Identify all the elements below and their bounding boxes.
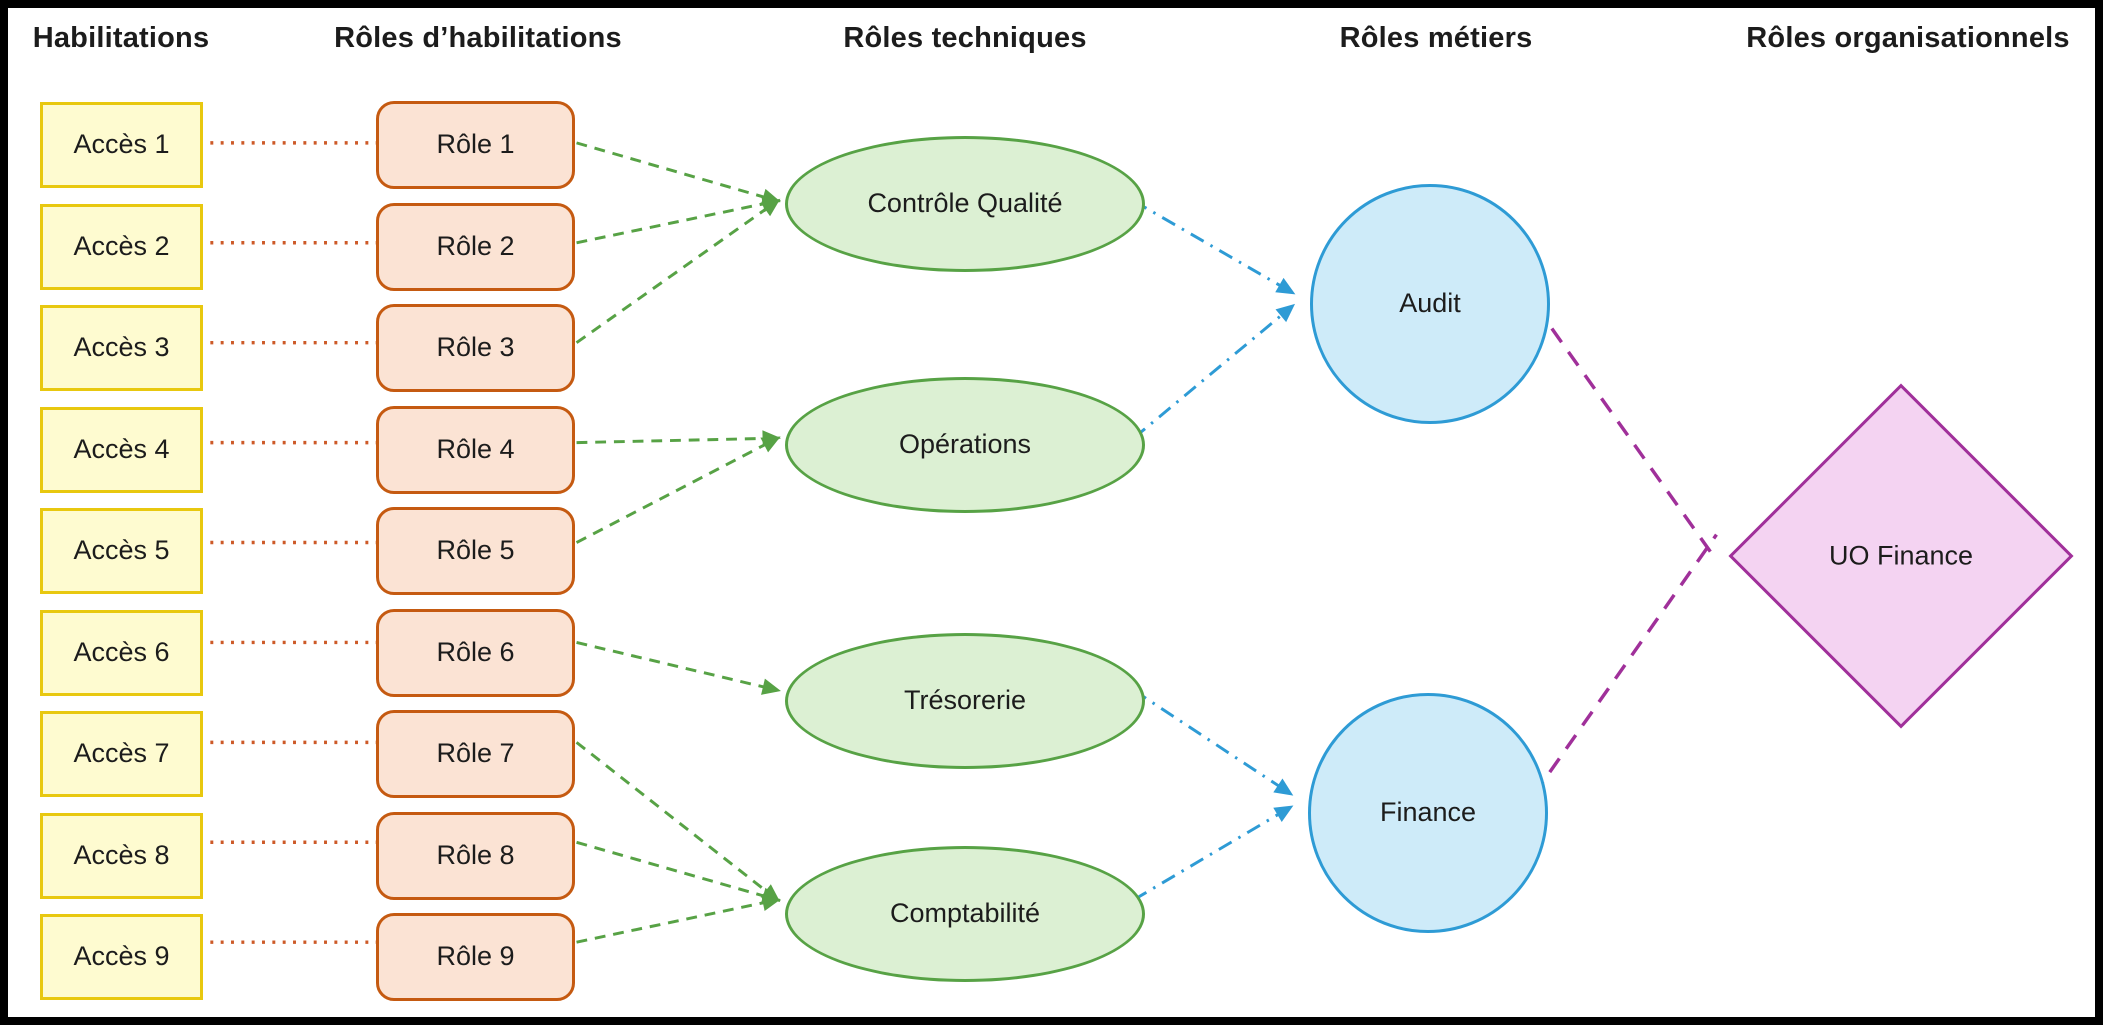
column-header-roles-metiers: Rôles métiers <box>1339 22 1533 54</box>
habilitation-node-acces-7: Accès 7 <box>40 711 203 797</box>
business-role-circle-audit-label: Audit <box>1399 288 1461 319</box>
column-header-roles-organisationnels: Rôles organisationnels <box>1746 22 2070 54</box>
technical-role-ellipse-operations: Opérations <box>785 377 1145 513</box>
role-node-role-8-label: Rôle 8 <box>436 839 515 870</box>
habilitation-node-acces-2-label: Accès 2 <box>73 230 170 261</box>
edges-habilitation-to-role <box>210 141 377 944</box>
role-node-role-4-label: Rôle 4 <box>436 433 515 464</box>
habilitation-node-acces-8: Accès 8 <box>40 812 203 899</box>
edges-role-to-technique <box>575 141 782 944</box>
edge-role-5-operations <box>575 436 781 544</box>
habilitation-node-acces-2: Accès 2 <box>40 203 203 290</box>
edge-tresorerie-finance <box>1132 688 1294 796</box>
role-node-role-9-label: Rôle 9 <box>436 941 515 972</box>
edge-comptabilite-finance <box>1132 805 1294 902</box>
role-node-role-5-label: Rôle 5 <box>436 535 515 566</box>
business-role-circle-audit: Audit <box>1310 184 1550 424</box>
role-node-role-3-label: Rôle 3 <box>436 332 515 363</box>
role-node-role-3: Rôle 3 <box>376 304 575 392</box>
habilitation-node-acces-9-label: Accès 9 <box>73 941 170 972</box>
habilitation-node-acces-8-label: Accès 8 <box>73 839 170 870</box>
technical-role-ellipse-comptabilite: Comptabilité <box>785 846 1145 982</box>
habilitation-node-acces-4: Accès 4 <box>40 406 203 493</box>
role-node-role-7: Rôle 7 <box>376 710 575 798</box>
connector-layer <box>210 141 1718 944</box>
edge-role-3-controle-qualite <box>575 198 781 344</box>
habilitation-node-acces-1: Accès 1 <box>40 102 203 188</box>
habilitation-node-acces-7-label: Accès 7 <box>73 738 170 769</box>
role-node-role-2-label: Rôle 2 <box>436 230 515 261</box>
edges-metier-to-org <box>1531 304 1718 797</box>
role-node-role-6: Rôle 6 <box>376 608 575 697</box>
column-header-roles-habilitations: Rôles d’habilitations <box>334 22 622 54</box>
habilitation-node-acces-5: Accès 5 <box>40 508 203 594</box>
edge-role-6-tresorerie <box>576 641 781 695</box>
technical-role-ellipse-controle-qualite-label: Contrôle Qualité <box>867 188 1063 219</box>
edge-role-2-controle-qualite <box>576 195 781 245</box>
edge-operations-audit <box>1132 303 1296 440</box>
technical-role-ellipse-tresorerie: Trésorerie <box>785 633 1145 769</box>
role-node-role-1-label: Rôle 1 <box>436 129 515 160</box>
edge-finance-uo-finance <box>1531 533 1718 797</box>
habilitation-node-acces-9: Accès 9 <box>40 914 203 1000</box>
role-node-role-9: Rôle 9 <box>376 913 575 1001</box>
edge-audit-uo-finance <box>1533 304 1718 562</box>
technical-role-ellipse-operations-label: Opérations <box>898 429 1032 460</box>
edge-role-1-controle-qualite <box>576 141 781 205</box>
business-role-circle-finance: Finance <box>1308 693 1548 933</box>
business-role-circle-finance-label: Finance <box>1379 797 1477 828</box>
role-node-role-1: Rôle 1 <box>376 101 575 189</box>
technical-role-ellipse-comptabilite-label: Comptabilité <box>889 898 1041 929</box>
column-header-habilitations: Habilitations <box>32 22 210 54</box>
habilitation-node-acces-6-label: Accès 6 <box>73 636 170 667</box>
edge-role-8-comptabilite <box>576 840 781 904</box>
role-node-role-5: Rôle 5 <box>376 507 575 595</box>
role-node-role-4: Rôle 4 <box>376 405 575 494</box>
technical-role-ellipse-tresorerie-label: Trésorerie <box>903 685 1027 716</box>
edge-role-4-operations <box>576 430 782 447</box>
edge-controle-qualite-audit <box>1132 199 1296 295</box>
habilitation-node-acces-6: Accès 6 <box>40 609 203 696</box>
column-header-roles-techniques: Rôles techniques <box>843 22 1087 54</box>
edge-role-9-comptabilite <box>576 894 781 944</box>
habilitation-node-acces-3-label: Accès 3 <box>73 332 170 363</box>
org-role-diamond-uo-finance-label: UO Finance <box>1828 540 1974 571</box>
technical-role-ellipse-controle-qualite: Contrôle Qualité <box>785 136 1145 272</box>
role-node-role-7-label: Rôle 7 <box>436 738 515 769</box>
role-node-role-6-label: Rôle 6 <box>436 636 515 667</box>
habilitation-node-acces-5-label: Accès 5 <box>73 535 170 566</box>
habilitation-node-acces-4-label: Accès 4 <box>73 433 170 464</box>
edges-technique-to-metier <box>1132 199 1296 902</box>
habilitation-node-acces-3: Accès 3 <box>40 305 203 391</box>
role-node-role-2: Rôle 2 <box>376 202 575 291</box>
edge-role-7-comptabilite <box>575 741 781 903</box>
habilitation-node-acces-1-label: Accès 1 <box>73 129 170 160</box>
role-node-role-8: Rôle 8 <box>376 811 575 900</box>
